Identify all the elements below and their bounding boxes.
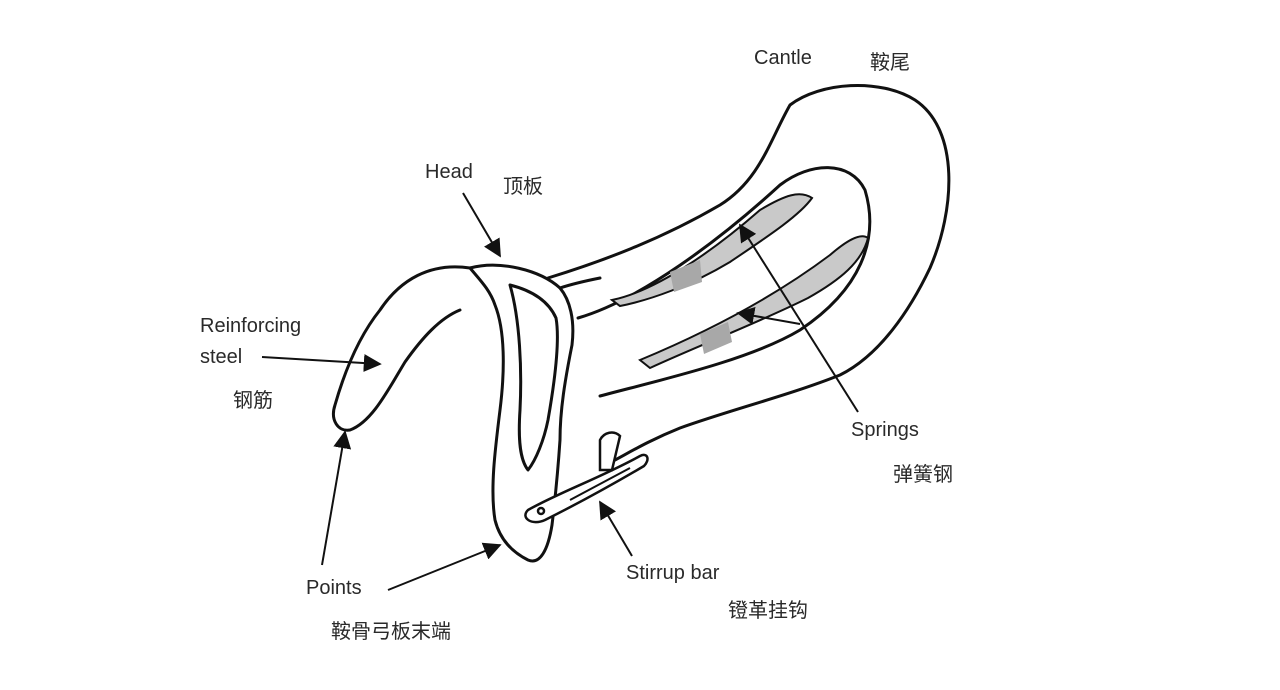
- bar-connector: [558, 276, 602, 290]
- reinforcing-label-zh: 钢筋: [233, 388, 273, 412]
- spring-lower-dark: [700, 322, 732, 354]
- stirrup-bar-group: [524, 431, 649, 524]
- cantle-label-zh: 鞍尾: [870, 50, 910, 74]
- cantle-label: Cantle: [754, 47, 812, 69]
- stirrup-arrow: [599, 500, 633, 557]
- points-label-zh: 鞍骨弓板末端: [331, 619, 451, 643]
- cantle-inner-outline: [576, 166, 872, 398]
- head-label: Head: [425, 161, 473, 183]
- reinforcing-arrow: [261, 354, 382, 373]
- points-arrow-right: [387, 542, 502, 591]
- points-arrow-left: [321, 430, 352, 566]
- springs-label-zh: 弹簧钢: [893, 462, 953, 486]
- front-arch-outline: [332, 265, 472, 432]
- points-label: Points: [306, 577, 362, 599]
- reinforcing-label-line2: steel: [200, 346, 243, 368]
- springs-group: [609, 193, 870, 370]
- head-plate-outline: [468, 263, 575, 563]
- reinforcing-label-line1: Reinforcing: [200, 315, 302, 337]
- stirrup-label: Stirrup bar: [626, 562, 720, 584]
- springs-label: Springs: [851, 419, 919, 441]
- stirrup-label-zh: 镫革挂钩: [728, 598, 808, 622]
- head-label-zh: 顶板: [503, 174, 543, 198]
- stirrup-bar-hook: [598, 431, 622, 472]
- springs-arrow-2: [736, 306, 801, 325]
- head-plate-inner: [508, 283, 559, 472]
- springs-arrow-1: [739, 223, 859, 413]
- head-arrow: [462, 192, 501, 258]
- stirrup-bar-shape: [524, 453, 649, 524]
- cantle-outline: [546, 84, 951, 462]
- spring-upper-dark: [670, 260, 702, 292]
